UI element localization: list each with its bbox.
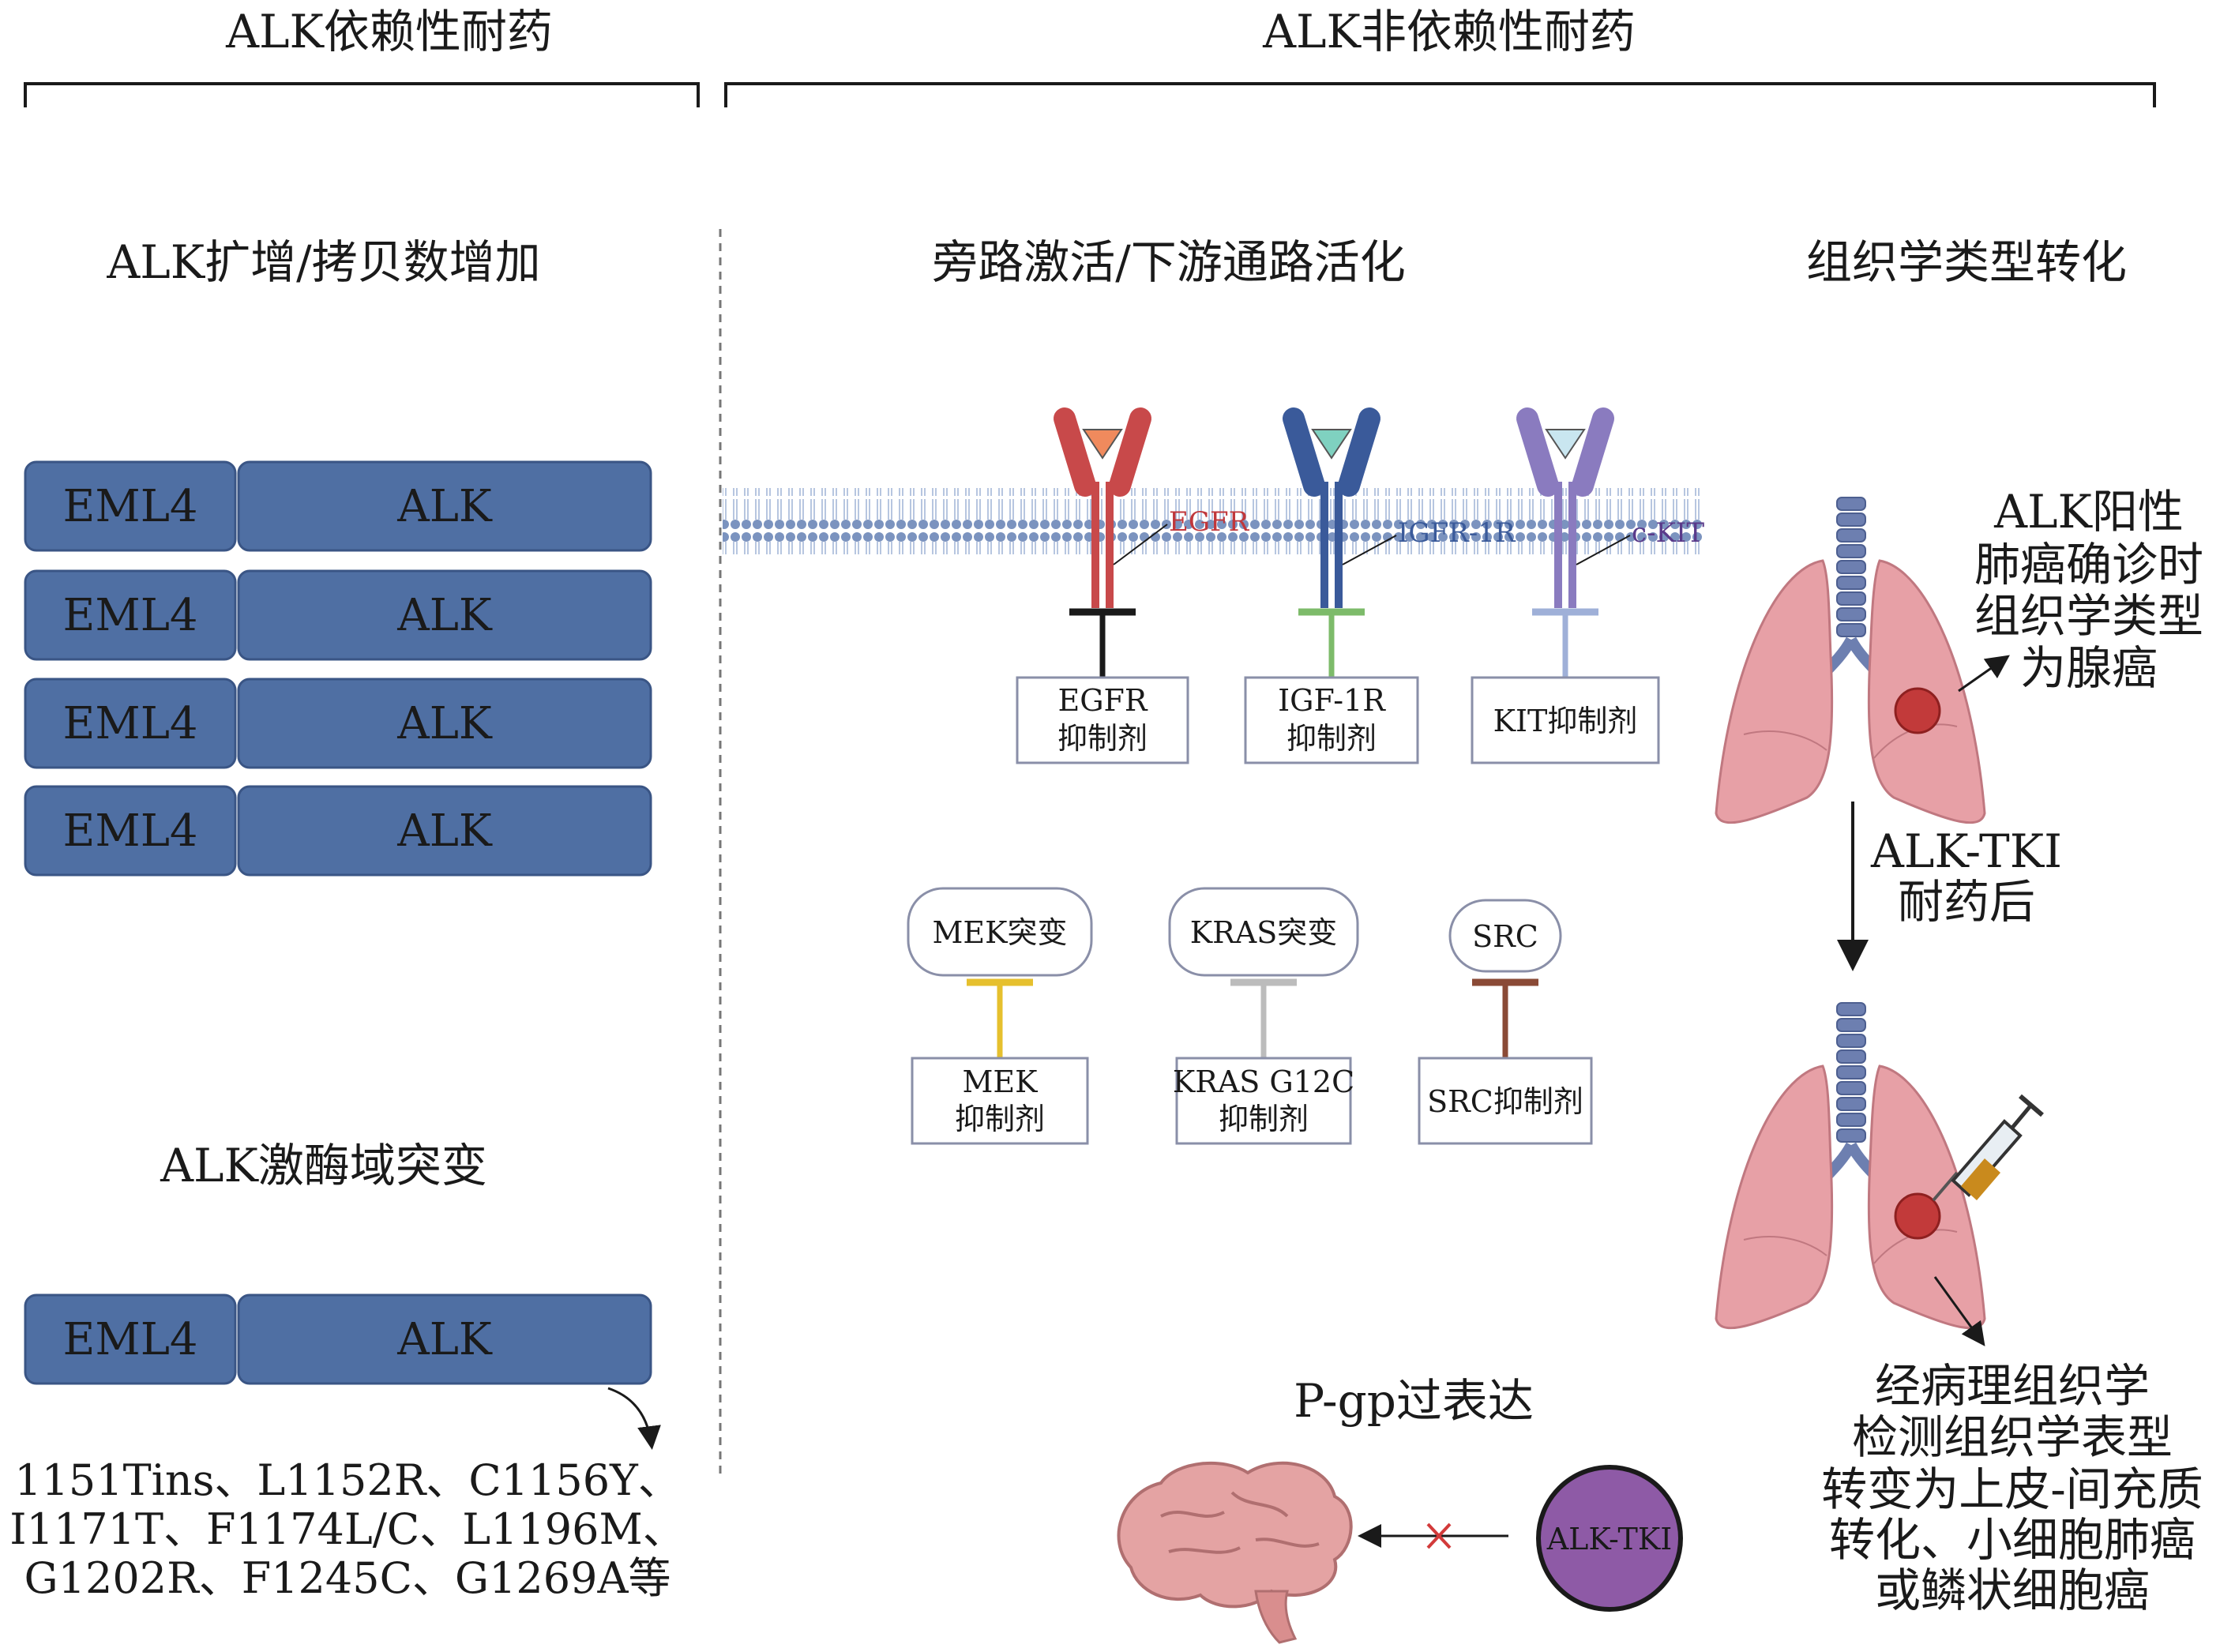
pathway-node-label: MEK突变 [932, 915, 1067, 950]
bracket-dependent [24, 82, 700, 107]
alk-tki-label: ALK-TKI [1546, 1522, 1673, 1556]
title-bypass: 旁路激活/下游通路活化 [932, 235, 1406, 289]
fusion-single: EML4 ALK [24, 1293, 652, 1385]
inhibitor-target: KRAS G12C [1173, 1064, 1354, 1099]
eml4-segment [24, 785, 237, 877]
ligand-icon [1545, 429, 1586, 460]
cell-membrane [723, 488, 1702, 554]
alk-label: ALK [396, 481, 493, 532]
eml4-segment [24, 569, 237, 661]
mutation-line-2: I1171T、F1174L/C、L1196M、 [9, 1504, 686, 1554]
alk-segment [237, 785, 652, 877]
diagnosis-line-4: 为腺癌 [2020, 641, 2158, 695]
lung-diagnosis [1715, 497, 1986, 824]
alk-label: ALK [396, 590, 493, 641]
alk-segment [237, 678, 652, 769]
pathway-node-label: KRAS突变 [1190, 915, 1337, 950]
eml4-label: EML4 [62, 805, 197, 857]
inhibitor-name: KIT抑制剂 [1493, 704, 1638, 738]
receptor-label: c-KIT [1632, 517, 1704, 549]
transformation-line-5: 或鳞状细胞癌 [1875, 1564, 2150, 1617]
header-independent: ALK非依赖性耐药 [1262, 5, 1636, 58]
transformation-line-4: 转化、小细胞肺癌 [1829, 1513, 2196, 1567]
tki-arrow-line-1: ALK-TKI [1870, 824, 2062, 878]
diagnosis-line-3: 组织学类型 [1974, 589, 2203, 643]
inhibitor-box [1244, 676, 1419, 764]
alk-segment [237, 569, 652, 661]
alk-tki-drug [1536, 1465, 1683, 1612]
transformation-arrow [1933, 1276, 1985, 1346]
inhibitor-target: EGFR [1057, 683, 1148, 718]
inhibitor-box [1016, 676, 1189, 764]
tumor [1894, 1192, 1941, 1240]
pathway-node-label: SRC [1472, 919, 1538, 954]
header-dependent: ALK依赖性耐药 [225, 5, 553, 58]
alk-segment [237, 460, 652, 552]
tki-arrow-line-2: 耐药后 [1898, 875, 2035, 929]
eml4-label: EML4 [62, 590, 197, 641]
alk-label: ALK [396, 698, 493, 749]
mutation-arrow [607, 1387, 661, 1450]
ligand-icon [1082, 429, 1123, 460]
diagnosis-arrow [1958, 655, 2010, 693]
inhibitor-target: IGF-1R [1278, 683, 1386, 718]
diagnosis-line-2: 肺癌确诊时 [1974, 538, 2203, 591]
alk-label: ALK [396, 805, 493, 857]
eml4-label: EML4 [62, 698, 197, 749]
bracket-independent [724, 82, 2156, 107]
eml4-label: EML4 [62, 481, 197, 532]
transformation-line-3: 转变为上皮-间充质 [1821, 1462, 2203, 1516]
title-histology: 组织学类型转化 [1806, 235, 2127, 289]
eml4-label: EML4 [62, 1314, 197, 1365]
title-amplification: ALK扩增/拷贝数增加 [106, 235, 540, 289]
inhibitor-box [1418, 1057, 1593, 1145]
inhibitor-word: 抑制剂 [1057, 721, 1148, 756]
pathway-node [1168, 887, 1359, 977]
tumor [1894, 687, 1941, 734]
receptor-c-kit: c-KIT KIT抑制剂 [1471, 407, 1704, 764]
left-lung [1715, 559, 1834, 824]
mutation-line-3: G1202R、F1245C、G1269A等 [24, 1553, 671, 1603]
inhibitor-word: 抑制剂 [1219, 1102, 1309, 1136]
inhibitor-box [911, 1057, 1089, 1145]
block-x-icon [1426, 1522, 1452, 1549]
receptor-label: IGFR-1R [1398, 517, 1516, 549]
inhibitor-box [1471, 676, 1660, 764]
eml4-segment [24, 460, 237, 552]
alk-segment [237, 1293, 652, 1385]
eml4-segment [24, 1293, 237, 1385]
syringe-icon [1932, 1094, 2044, 1202]
lung-resistance [1715, 1002, 2044, 1330]
inhibitor-target: MEK [962, 1064, 1038, 1099]
downstream-node: SRC SRC抑制剂 [1418, 899, 1593, 1145]
left-lung [1715, 1064, 1834, 1330]
mutation-line-1: 1151Tins、L1152R、C1156Y、 [14, 1455, 681, 1505]
inhibitor-box [1175, 1057, 1352, 1145]
inhibitor-word: 抑制剂 [955, 1102, 1045, 1136]
diagnosis-line-1: ALK阳性 [1993, 485, 2184, 539]
pathway-node [907, 887, 1093, 977]
inhibitor-word: 抑制剂 [1287, 721, 1377, 756]
eml4-segment [24, 678, 237, 769]
ligand-icon [1311, 429, 1352, 460]
inhibitor-name: SRC抑制剂 [1427, 1084, 1583, 1119]
title-pgp: P-gp过表达 [1294, 1374, 1534, 1428]
transformation-line-2: 检测组织学表型 [1852, 1410, 2173, 1464]
alk-label: ALK [396, 1314, 493, 1365]
brain-icon [1117, 1461, 1353, 1644]
transformation-line-1: 经病理组织学 [1875, 1359, 2150, 1413]
pathway-node [1448, 899, 1562, 973]
receptor-label: EGFR [1169, 506, 1250, 538]
title-kinase-mutation: ALK激酶域突变 [160, 1139, 487, 1192]
